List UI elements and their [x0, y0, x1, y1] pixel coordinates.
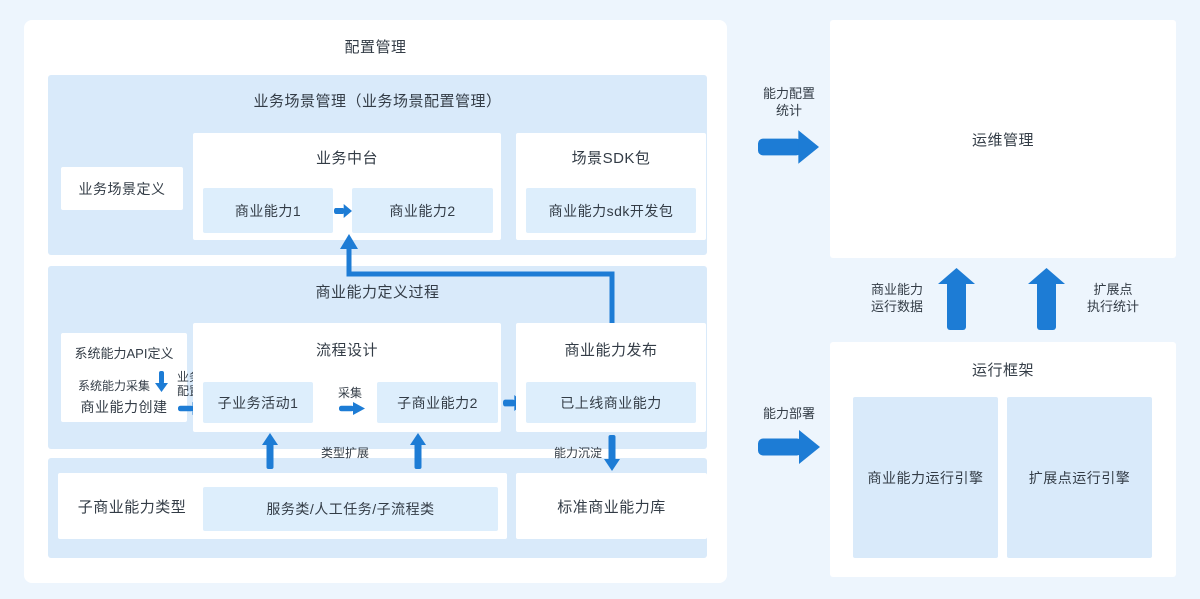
arrow-up-icon: [1028, 268, 1065, 330]
arrow-up-icon: [938, 268, 975, 330]
scene-sdk-title: 场景SDK包: [571, 149, 651, 167]
arrow-up-icon: [410, 433, 426, 469]
scenario-section-title: 业务场景管理（业务场景配置管理）: [253, 92, 502, 110]
system-collect-label: 系统能力采集: [78, 379, 151, 393]
config-stats-label: 能力配置 统计: [762, 86, 815, 118]
sdk-package-box: 商业能力sdk开发包: [526, 188, 696, 233]
arrow-right-icon: [339, 402, 365, 415]
flow-design-title: 流程设计: [315, 341, 378, 359]
standard-library-box: 标准商业能力库: [516, 473, 707, 539]
type-extend-label: 类型扩展: [320, 445, 369, 460]
connector-elbow-arrow-icon: [340, 234, 615, 323]
subtype-types-box: 服务类/人工任务/子流程类: [203, 487, 498, 531]
collect-arrow-label: 采集: [337, 386, 362, 400]
capability-engine-box: 商业能力运行引擎: [853, 397, 998, 558]
config-management-title: 配置管理: [344, 38, 407, 56]
online-capability-box: 已上线商业能力: [526, 382, 696, 423]
runtime-framework-title: 运行框架: [971, 361, 1034, 379]
arrow-right-icon: [758, 130, 819, 164]
ext-stats-label: 扩展点 执行统计: [1086, 282, 1139, 314]
sub-activity1-box: 子业务活动1: [203, 382, 313, 423]
system-api-definition-label: 系统能力API定义: [74, 345, 174, 361]
capability2-box: 商业能力2: [352, 188, 493, 233]
run-data-label: 商业能力 运行数据: [870, 282, 923, 314]
capability-deploy-label: 能力部署: [762, 405, 815, 421]
capability-create-label: 商业能力创建: [80, 399, 168, 415]
arrow-down-icon: [155, 371, 168, 392]
sub-capability2-box: 子商业能力2: [377, 382, 498, 423]
capability-create-box: [61, 333, 187, 422]
subtype-title: 子商业能力类型: [77, 498, 187, 516]
biz-center-title: 业务中台: [315, 149, 378, 167]
capability1-box: 商业能力1: [203, 188, 333, 233]
arrow-right-icon: [758, 430, 820, 464]
capability-deposit-label: 能力沉淀: [553, 445, 602, 460]
arrow-right-icon: [334, 204, 352, 218]
extension-engine-box: 扩展点运行引擎: [1007, 397, 1152, 558]
capability-publish-title: 商业能力发布: [564, 341, 658, 359]
scenario-definition-box: 业务场景定义: [61, 167, 183, 210]
ops-management-box: 运维管理: [830, 20, 1176, 258]
capability-definition-title: 商业能力定义过程: [315, 283, 440, 301]
arrow-up-icon: [262, 433, 278, 469]
arrow-down-icon: [604, 435, 620, 471]
